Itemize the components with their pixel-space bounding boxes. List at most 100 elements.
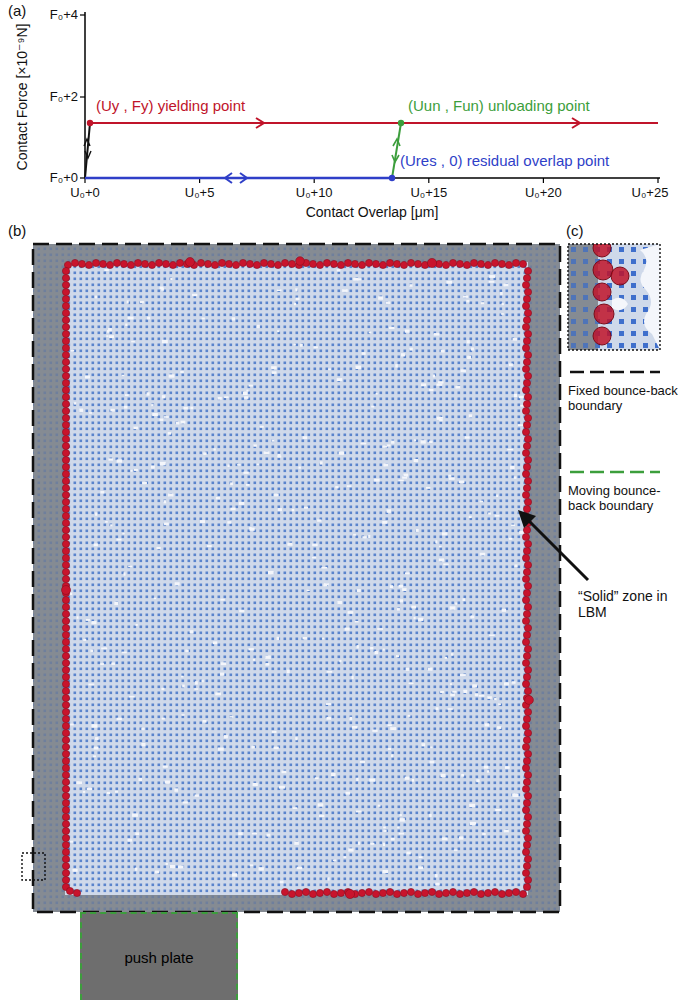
boundary-particle [62,631,69,638]
void-speck [466,300,469,303]
void-speck [169,374,175,377]
boundary-particle [62,820,69,827]
boundary-particle [62,603,69,610]
tick-label: (Uun , Fun) unloading point [408,97,590,114]
void-speck [498,703,501,705]
boundary-particle [522,764,529,771]
void-speck [345,628,350,631]
boundary-particle [62,288,69,295]
void-speck [135,624,137,626]
void-speck [452,691,456,693]
boundary-particle [442,261,449,268]
void-speck [482,833,485,835]
void-speck [317,519,321,521]
void-speck [501,313,504,315]
void-speck [481,302,484,304]
zoom-inset [568,244,660,350]
legend-sample [570,371,660,374]
legend-sample [570,471,660,474]
boundary-particle [522,554,529,561]
void-speck [192,294,197,296]
void-speck [465,436,470,438]
tick-label: (Uy , Fy) yielding point [96,97,245,114]
void-speck [470,616,473,618]
boundary-particle [344,259,351,266]
boundary-particle [524,876,531,883]
boundary-particle [288,260,295,267]
void-speck [95,737,98,740]
boundary-particle [524,414,531,421]
void-speck [326,717,331,720]
void-speck [383,649,385,651]
void-speck [353,534,356,536]
void-speck [83,791,85,793]
boundary-particle [449,888,456,895]
boundary-particle [523,442,530,449]
void-speck [303,436,308,439]
void-speck [471,616,474,619]
void-speck [181,421,186,424]
void-speck [307,589,310,591]
boundary-particle [62,778,69,785]
void-speck [413,617,415,620]
void-speck [324,583,329,585]
void-speck [152,413,158,416]
void-speck [459,836,463,839]
void-speck [362,352,366,355]
boundary-particle [524,687,531,694]
boundary-particle [62,400,69,407]
void-speck [448,475,451,477]
boundary-particle [62,834,69,841]
boundary-particle [73,889,80,896]
void-speck [518,424,523,426]
void-speck [264,451,270,454]
void-speck [217,397,221,400]
void-speck [449,477,455,480]
void-speck [357,589,361,592]
boundary-particle [99,260,106,267]
boundary-particle [295,889,302,896]
void-speck [216,497,220,500]
chart-label: (b) [8,222,26,239]
void-speck [161,688,164,690]
void-speck [378,805,381,807]
boundary-particle [62,477,69,484]
boundary-particle [512,888,519,895]
void-speck [295,737,297,740]
void-speck [178,866,184,869]
void-speck [487,770,489,773]
void-speck [400,599,403,602]
void-speck [104,648,107,650]
void-speck [387,444,391,446]
void-speck [504,682,509,685]
boundary-particle [62,715,69,722]
void-speck [183,801,188,803]
void-speck [348,611,354,614]
void-speck [161,288,164,291]
boundary-particle [524,309,531,316]
void-speck [101,648,106,650]
void-speck [232,873,237,876]
void-speck [203,720,207,723]
void-speck [272,439,275,441]
void-speck [387,509,391,512]
void-speck [259,867,264,870]
void-speck [421,383,426,386]
void-speck [203,452,206,455]
void-speck [512,793,515,796]
boundary-particle [522,638,529,645]
void-speck [202,318,205,320]
boundary-particle [239,259,246,266]
void-speck [127,839,132,842]
void-speck [175,582,180,585]
void-speck [430,746,432,748]
boundary-particle [62,274,69,281]
void-speck [418,866,423,869]
boundary-particle [62,792,69,799]
chart-label: Contact Force [×10⁻⁹N] [14,24,30,171]
boundary-particle [62,799,69,806]
boundary-particle [522,449,529,456]
boundary-particle [62,505,69,512]
void-speck [441,350,445,353]
void-speck [514,476,517,478]
